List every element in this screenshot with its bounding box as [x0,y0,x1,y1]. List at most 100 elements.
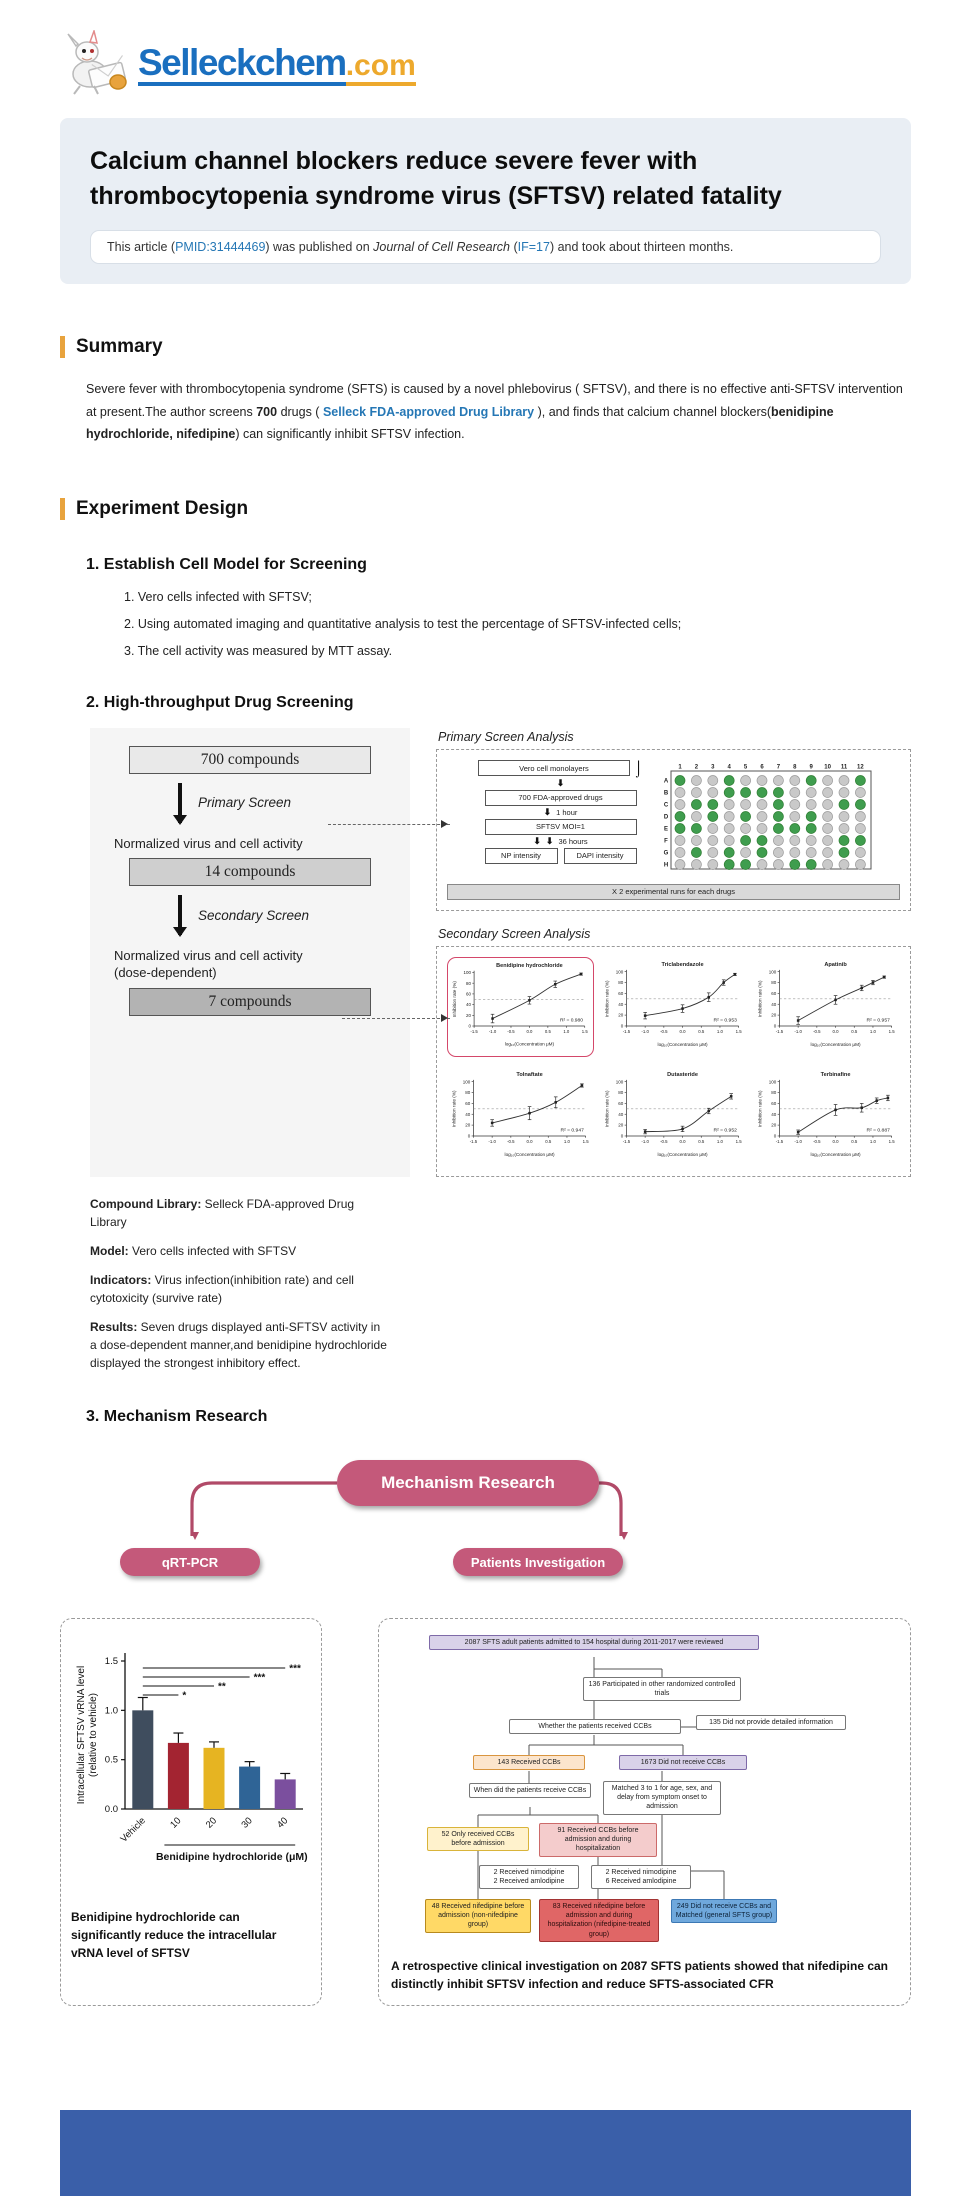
mini-down-arrow-icon: ⬇︎ [533,835,541,846]
svg-text:1.0: 1.0 [870,1139,877,1144]
experiment-design-heading: Experiment Design [60,497,911,520]
svg-text:log₁₀(Concentration μM): log₁₀(Concentration μM) [505,1041,555,1046]
mini-down-arrow-icon: ⬇︎ [543,806,552,817]
normalized-line-2: (dose-dependent) [114,965,217,981]
drug-library-link[interactable]: Selleck FDA-approved Drug Library [322,404,535,419]
svg-text:0.0: 0.0 [680,1029,687,1034]
secondary-screen-arrow: Secondary Screen [173,886,394,944]
svg-text:-0.5: -0.5 [813,1029,821,1034]
flow-box-D: 135 Did not provide detailed information [696,1715,846,1731]
flow-box-A: 2087 SFTS adult patients admitted to 154… [429,1635,759,1651]
svg-text:-1.0: -1.0 [641,1029,649,1034]
primary-screen-panel: Vero cell monolayers ⌡ ⬇︎ 700 FDA-approv… [436,748,911,911]
svg-text:1.0: 1.0 [870,1029,877,1034]
experimental-runs-bar: X 2 experimental runs for each drugs [447,883,900,900]
svg-text:1.0: 1.0 [717,1029,724,1034]
svg-text:0.5: 0.5 [698,1139,705,1144]
svg-text:40: 40 [771,1001,777,1006]
svg-text:Inhibition rate (%): Inhibition rate (%) [604,980,609,1017]
flow-box-I: 52 Only received CCBs before admission [427,1827,529,1852]
svg-text:Benidipine hydrochloride: Benidipine hydrochloride [496,963,563,969]
svg-text:-0.5: -0.5 [813,1139,821,1144]
list-item: 3. The cell activity was measured by MTT… [124,643,393,658]
svg-text:6: 6 [760,764,764,770]
qrt-caption: Benidipine hydrochloride can significant… [71,1910,277,1961]
svg-text:R² = 0.947: R² = 0.947 [561,1127,585,1133]
primary-panel-title: Primary Screen Analysis [438,729,574,744]
summary-paragraph: Severe fever with thrombocytopenia syndr… [86,378,911,446]
svg-text:100: 100 [769,969,777,974]
flow-box-O: 249 Did not receive CCBs and Matched (ge… [671,1899,777,1924]
svg-text:Benidipine hydrochloride (μM): Benidipine hydrochloride (μM) [156,1851,308,1863]
svg-text:***: *** [289,1664,301,1675]
note-label: Indicators: [90,1273,152,1288]
svg-text:9: 9 [809,764,813,770]
step-box: Vero cell monolayers [477,760,630,776]
svg-text:100: 100 [464,970,472,975]
logo-tld-text: .com [345,49,416,86]
svg-text:*: * [182,1691,186,1702]
flow-box-K: 2 Received nimodipine 2 Received amlodip… [479,1865,579,1890]
svg-text:-1.0: -1.0 [641,1139,649,1144]
summary-bold-700: 700 [256,404,278,419]
svg-text:80: 80 [466,980,471,985]
svg-text:60: 60 [466,991,471,996]
svg-text:G: G [663,850,668,856]
step-box: SFTSV MOI=1 [484,818,637,835]
svg-text:1.5: 1.5 [889,1139,896,1144]
pmid-link[interactable]: PMID:31444469 [175,240,266,254]
svg-text:1.0: 1.0 [105,1706,118,1717]
svg-text:A: A [663,778,668,784]
mechanism-diagram: Mechanism Research qRT-PCR Patients Inve… [60,1452,911,1602]
secondary-screen-label: Secondary Screen [198,907,310,923]
svg-text:log₁₀(Concentration μM): log₁₀(Concentration μM) [505,1152,555,1157]
secondary-dashed-connector [342,1013,450,1022]
dish-lid-icon: ⌡ [633,759,644,777]
svg-text:0: 0 [468,1133,471,1138]
note-text: Seven drugs displayed anti-SFTSV activit… [90,1320,387,1371]
svg-text:Triclabendazole: Triclabendazole [662,962,704,968]
svg-text:100: 100 [769,1079,777,1084]
svg-text:0.5: 0.5 [545,1139,552,1144]
flow-box-J: 91 Received CCBs before admission and du… [539,1823,657,1857]
site-logo[interactable]: Selleckchem .com [60,26,911,104]
flow-box-M: 48 Received nifedipine before admission … [425,1899,531,1933]
patients-caption: A retrospective clinical investigation o… [391,1959,889,1992]
svg-text:60: 60 [618,991,624,996]
svg-text:Inhibition rate (%): Inhibition rate (%) [757,1090,762,1127]
svg-text:40: 40 [466,1002,471,1007]
svg-text:Tolnaftate: Tolnaftate [516,1072,542,1078]
svg-text:1.5: 1.5 [105,1656,118,1667]
down-arrow-icon [173,895,187,938]
normalized-label-1: Normalized virus and cell activity [114,835,303,851]
primary-steps: Vero cell monolayers ⌡ ⬇︎ 700 FDA-approv… [472,760,650,864]
one-hour-label: 1 hour [556,807,578,817]
np-intensity-box: NP intensity [484,847,558,864]
svg-text:0.5: 0.5 [545,1029,552,1034]
svg-text:40: 40 [618,1112,624,1117]
svg-text:B: B [663,790,668,796]
svg-text:0.0: 0.0 [526,1029,533,1034]
svg-text:R² = 0.953: R² = 0.953 [714,1017,738,1023]
svg-text:0.0: 0.0 [527,1139,534,1144]
svg-text:12: 12 [857,764,864,770]
svg-text:20: 20 [618,1122,624,1127]
meta-mid2: ( [510,240,518,254]
svg-text:20: 20 [466,1012,471,1017]
flow-box-G: When did the patients receive CCBs [469,1783,591,1799]
experiment-notes: Compound Library: Selleck FDA-approved D… [90,1195,390,1372]
primary-screen-label: Primary Screen [198,795,292,810]
logo-brand-text: Selleckchem [138,43,347,87]
svg-text:10: 10 [824,764,831,770]
svg-text:-1.0: -1.0 [794,1139,802,1144]
screening-flowchart: 700 compounds Primary Screen Normalized … [90,727,410,1178]
svg-text:Vehicle: Vehicle [118,1816,147,1845]
title-card: Calcium channel blockers reduce severe f… [60,118,911,284]
svg-text:4: 4 [727,764,731,770]
svg-text:80: 80 [618,1090,624,1095]
svg-text:E: E [663,826,667,832]
impact-factor-link[interactable]: IF=17 [517,240,550,254]
step-box: 700 FDA-approved drugs [484,789,637,806]
patients-flow-diagram: 2087 SFTS adult patients admitted to 154… [391,1631,896,1947]
svg-text:Dutasteride: Dutasteride [667,1072,698,1078]
